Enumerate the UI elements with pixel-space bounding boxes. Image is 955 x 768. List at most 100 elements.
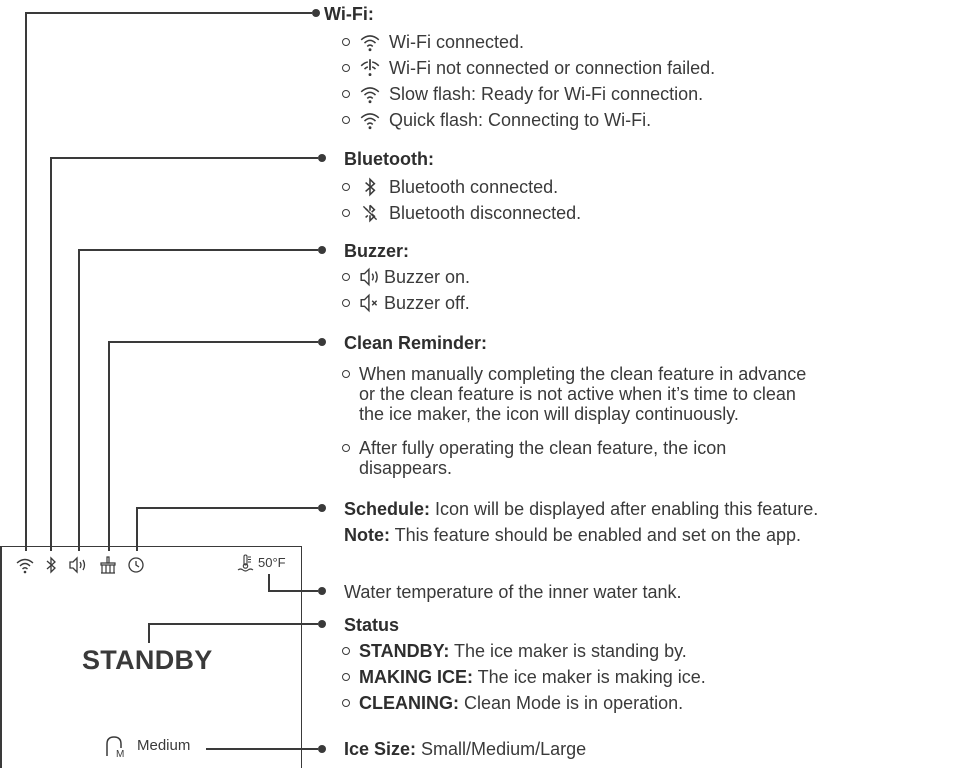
list-bullet [342, 299, 350, 307]
clean-p1-line2: or the clean feature is not active when … [359, 384, 796, 404]
bluetooth-icon [365, 177, 376, 197]
clean-p1-line1: When manually completing the clean featu… [359, 364, 807, 384]
wifi-item-text: Wi-Fi connected. [389, 32, 525, 52]
water-temp-description: Water temperature of the inner water tan… [344, 582, 682, 602]
connector-bt-v [50, 157, 52, 551]
bluetooth-off-icon [362, 204, 378, 223]
buzzer-item-text: Buzzer on. [384, 267, 471, 287]
list-bullet [342, 64, 350, 72]
connector-status-h [148, 623, 318, 625]
clean-heading: Clean Reminder: [344, 333, 488, 353]
svg-text:M: M [116, 749, 124, 758]
list-bullet [342, 370, 350, 378]
clean-brush-icon [100, 556, 116, 574]
connector-buzzer-dot [318, 246, 326, 254]
wifi-item-quick-flash: Quick flash: Connecting to Wi-Fi. [342, 109, 651, 131]
wifi-item-slow-flash: Slow flash: Ready for Wi-Fi connection. [342, 83, 703, 105]
bluetooth-icon [46, 556, 56, 574]
connector-clean-h [108, 341, 318, 343]
connector-wifi-h [25, 12, 312, 14]
connector-size-h [206, 748, 318, 750]
clock-icon [128, 557, 144, 573]
buzzer-item-text: Buzzer off. [384, 293, 470, 313]
clean-paragraph-2: After fully operating the clean feature,… [342, 438, 952, 478]
temp-readout: 50°F [258, 555, 286, 570]
connector-water-v [268, 574, 270, 590]
ice-size-text: Small/Medium/Large [416, 739, 587, 759]
status-heading: Status [344, 615, 400, 635]
list-bullet [342, 699, 350, 707]
connector-water-h [268, 590, 318, 592]
bluetooth-item-disconnected: Bluetooth disconnected. [342, 202, 581, 224]
connector-schedule-h [136, 507, 318, 509]
status-item-label: STANDBY: [359, 641, 450, 661]
water-temp-icon [237, 554, 254, 572]
connector-buzzer-v [78, 249, 80, 551]
schedule-heading: Schedule: [344, 499, 431, 519]
status-item-label: MAKING ICE: [359, 667, 473, 687]
list-bullet [342, 90, 350, 98]
status-item-text: The ice maker is standing by. [449, 641, 687, 661]
schedule-note-text: This feature should be enabled and set o… [390, 525, 801, 545]
status-item-text: Clean Mode is in operation. [459, 693, 684, 713]
connector-status-dot [318, 620, 326, 628]
list-bullet [342, 273, 350, 281]
status-item-text: The ice maker is making ice. [473, 667, 706, 687]
wifi-heading: Wi-Fi: [324, 4, 374, 24]
wifi-item-text: Slow flash: Ready for Wi-Fi connection. [389, 84, 704, 104]
list-bullet [342, 38, 350, 46]
bluetooth-item-text: Bluetooth connected. [389, 177, 559, 197]
clean-paragraph-1: When manually completing the clean featu… [342, 364, 952, 424]
buzzer-item-off: Buzzer off. [342, 292, 470, 314]
connector-schedule-dot [318, 504, 326, 512]
wifi-item-connected: Wi-Fi connected. [342, 31, 524, 53]
list-bullet [342, 647, 350, 655]
status-readout: STANDBY [82, 645, 213, 675]
connector-bt-dot [318, 154, 326, 162]
wifi-icon [360, 35, 380, 52]
display-panel [0, 546, 302, 768]
wifi-item-text: Wi-Fi not connected or connection failed… [389, 58, 716, 78]
wifi-icon [16, 558, 34, 574]
schedule-text: Icon will be displayed after enabling th… [430, 499, 819, 519]
list-bullet [342, 183, 350, 191]
status-item-standby: STANDBY: The ice maker is standing by. [342, 640, 687, 662]
wifi-icon [360, 87, 380, 104]
buzzer-on-icon [360, 267, 378, 287]
connector-clean-v [108, 341, 110, 551]
clean-p2-line1: After fully operating the clean feature,… [359, 438, 727, 458]
schedule-note-line: Note: This feature should be enabled and… [344, 524, 801, 546]
schedule-note-label: Note: [344, 525, 390, 545]
clean-p2-line2: disappears. [359, 458, 453, 478]
buzzer-off-icon [360, 293, 378, 313]
wifi-item-text: Quick flash: Connecting to Wi-Fi. [389, 110, 652, 130]
connector-water-dot [318, 587, 326, 595]
connector-size-dot [318, 745, 326, 753]
list-bullet [342, 116, 350, 124]
list-bullet [342, 444, 350, 452]
connector-status-v [148, 623, 150, 643]
buzzer-heading: Buzzer: [344, 241, 410, 261]
bluetooth-item-text: Bluetooth disconnected. [389, 203, 582, 223]
connector-wifi-dot [312, 9, 320, 17]
wifi-icon [360, 113, 380, 130]
schedule-line: Schedule: Icon will be displayed after e… [344, 498, 818, 520]
list-bullet [342, 209, 350, 217]
connector-schedule-v [136, 507, 138, 551]
connector-bt-h [50, 157, 318, 159]
clean-p1-line3: the ice maker, the icon will display con… [359, 404, 739, 424]
buzzer-on-icon [69, 556, 86, 574]
status-item-cleaning: CLEANING: Clean Mode is in operation. [342, 692, 683, 714]
ice-size-label: Ice Size: [344, 739, 417, 759]
status-item-making-ice: MAKING ICE: The ice maker is making ice. [342, 666, 706, 688]
bluetooth-item-connected: Bluetooth connected. [342, 176, 558, 198]
status-item-label: CLEANING: [359, 693, 459, 713]
buzzer-item-on: Buzzer on. [342, 266, 470, 288]
connector-clean-dot [318, 338, 326, 346]
display-panel-edge [0, 546, 2, 768]
wifi-item-failed: Wi-Fi not connected or connection failed… [342, 57, 715, 79]
ice-size-readout: Medium [137, 737, 191, 754]
ice-size-line: Ice Size: Small/Medium/Large [344, 738, 586, 760]
connector-wifi-v [25, 12, 27, 551]
list-bullet [342, 673, 350, 681]
